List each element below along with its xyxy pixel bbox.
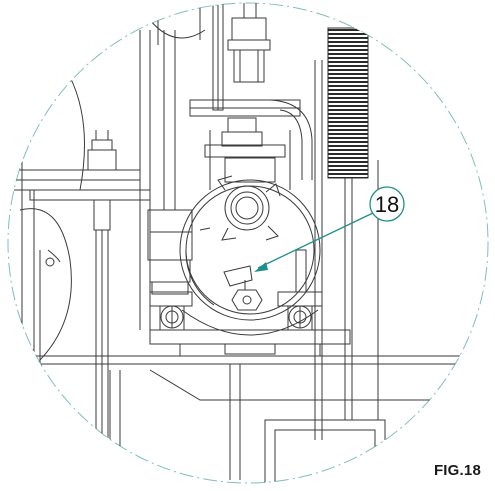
detail-boundary-circle bbox=[7, 2, 489, 484]
corrugated-hose bbox=[327, 27, 369, 179]
callout-number-18: 18 bbox=[375, 192, 399, 217]
mechanism-drawing bbox=[9, 3, 470, 483]
figure-label: FIG.18 bbox=[433, 462, 481, 479]
callout-arrowhead bbox=[254, 262, 268, 272]
callout-bubble bbox=[369, 186, 405, 222]
callout-leader-line bbox=[257, 211, 376, 269]
